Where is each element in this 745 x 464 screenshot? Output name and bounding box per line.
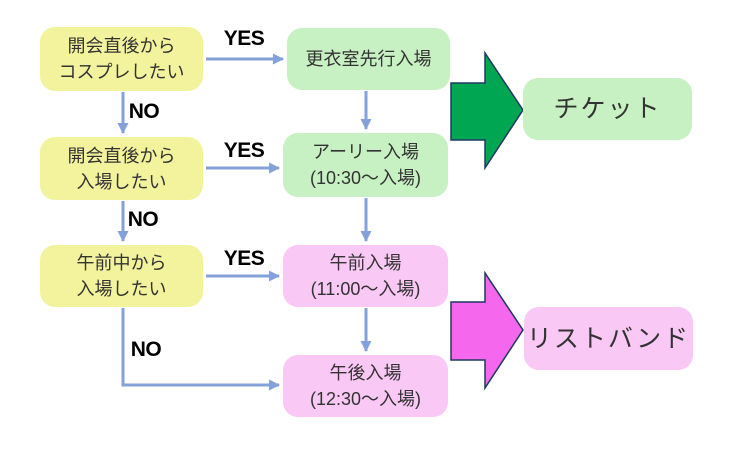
outcome-line: (12:30〜入場): [309, 389, 422, 409]
question-line: 開会直後から: [67, 36, 176, 56]
question-line: 入場したい: [76, 279, 167, 299]
yes-label-1: YES: [223, 27, 265, 50]
question-line: コスプレしたい: [58, 62, 185, 82]
result-label: リストバンド: [526, 324, 691, 353]
outcome-line: 午前入場: [329, 253, 402, 273]
question-line: 午前中から: [76, 253, 167, 273]
no-label-2: NO: [127, 208, 159, 231]
no-label-3: NO: [130, 338, 162, 361]
outcome-line: アーリー入場: [312, 142, 419, 162]
pink-right-arrow-icon: [450, 270, 524, 391]
no-label-1: NO: [128, 100, 160, 123]
outcome-node-afternoon-entry: 午後入場 (12:30〜入場): [283, 355, 448, 417]
result-node-ticket: チケット: [523, 78, 692, 140]
outcome-node-morning-entry: 午前入場 (11:00〜入場): [283, 245, 448, 307]
green-right-arrow-icon: [450, 50, 524, 171]
outcome-line: (10:30〜入場): [309, 168, 422, 188]
yes-label-3: YES: [223, 247, 265, 270]
outcome-node-early-entry: アーリー入場 (10:30〜入場): [283, 133, 448, 197]
outcome-line: 更衣室先行入場: [305, 49, 432, 69]
question-node-opening-entry: 開会直後から 入場したい: [40, 137, 203, 200]
result-label: チケット: [553, 95, 662, 123]
outcome-line: 午後入場: [329, 363, 402, 383]
question-line: 開会直後から: [67, 145, 176, 166]
outcome-node-changing-room: 更衣室先行入場: [287, 28, 450, 90]
question-line: 入場したい: [76, 171, 167, 192]
outcome-line: (11:00〜入場): [310, 279, 421, 299]
question-node-morning-entry: 午前中から 入場したい: [40, 245, 203, 307]
result-node-wristband: リストバンド: [524, 307, 693, 370]
question-node-cosplay: 開会直後から コスプレしたい: [40, 27, 203, 91]
yes-label-2: YES: [223, 139, 265, 162]
